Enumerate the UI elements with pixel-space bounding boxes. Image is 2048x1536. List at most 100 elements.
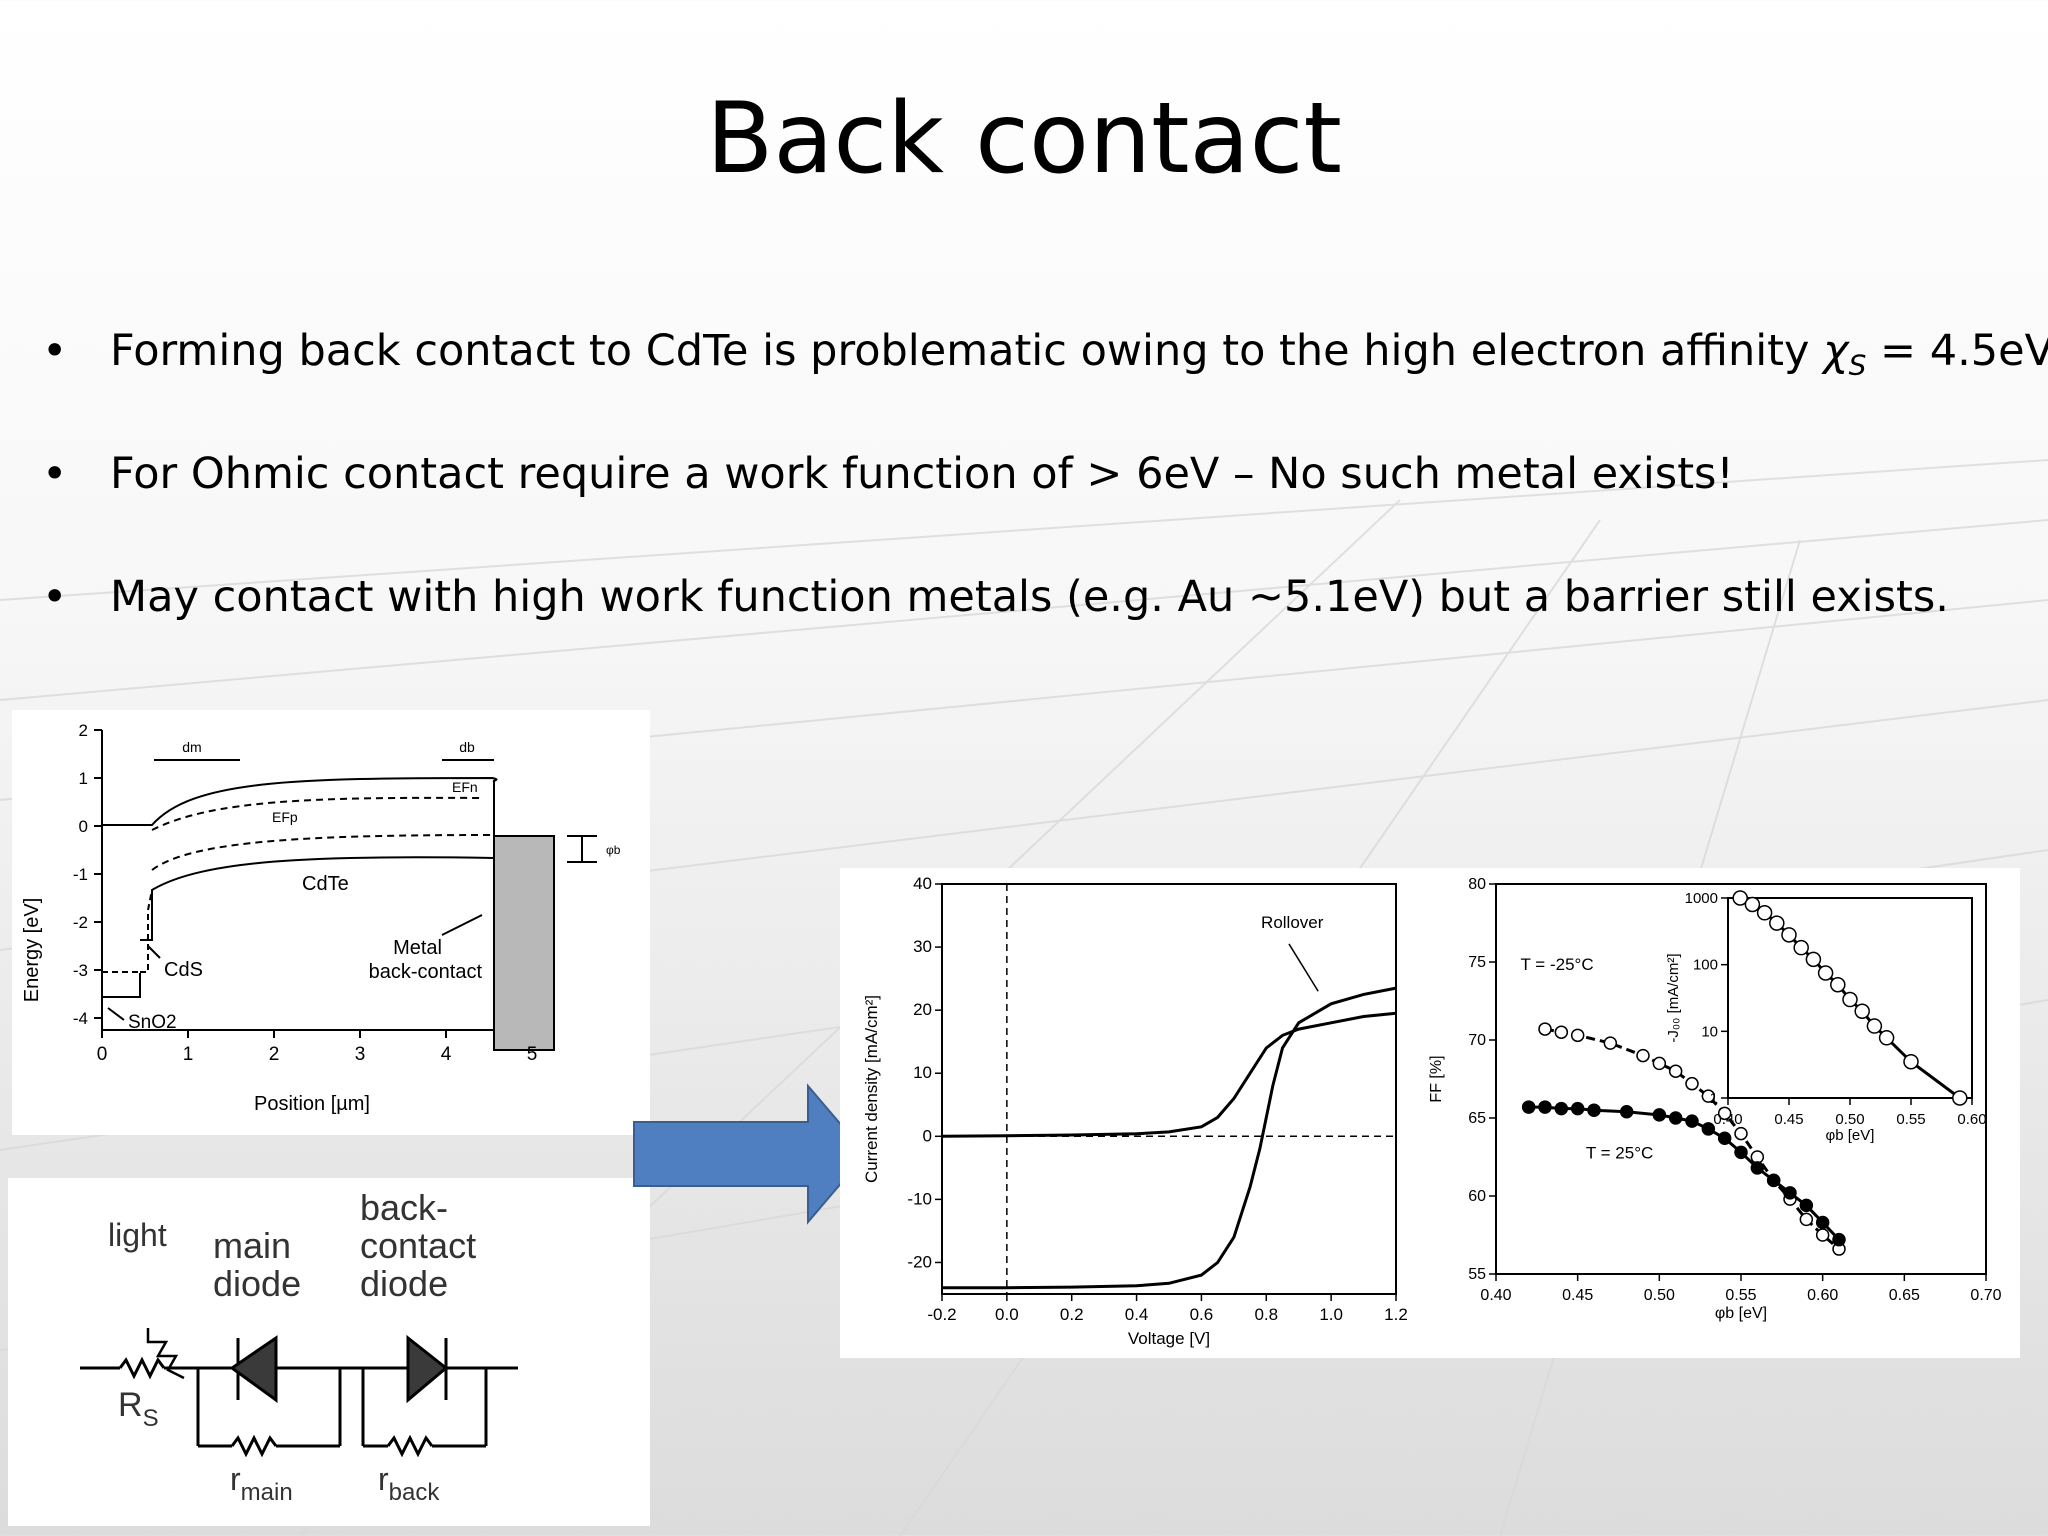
ff-data-point [1815,1228,1830,1242]
ff-data-point [1717,1131,1732,1146]
inset-data-point [1781,927,1797,943]
ff-ytick-label: 75 [1468,954,1486,971]
efp-label: EFp [272,809,298,825]
jv-xlabel: Voltage [V] [1128,1329,1210,1348]
bullet-text-pre: Forming back contact to CdTe is problema… [110,326,1824,376]
ff-data-point [1734,1145,1748,1160]
ff-data-point [1799,1198,1814,1213]
jv-ytick-label: 10 [913,1063,932,1082]
band-xtick-label: 3 [355,1044,366,1065]
circuit-panel: light main diode back- contact diode RS … [8,1178,650,1526]
ff-data-point [1570,1101,1585,1116]
ff-series-label-1: T = -25°C [1521,955,1594,974]
bullet-text: For Ohmic contact require a work functio… [110,449,1734,499]
bullet-text: Forming back contact to CdTe is problema… [110,326,2048,382]
ff-data-point [1734,1126,1748,1141]
band-xtick-label: 2 [269,1044,280,1065]
bullet-dot: • [42,326,68,376]
bullet-item: • For Ohmic contact require a work funct… [40,449,2030,572]
inset-xlabel: φb [eV] [1826,1127,1875,1144]
band-xtick-label: 5 [527,1044,538,1065]
band-diagram-panel: Energy [eV] Position [µm] dm db EFn EFp … [12,710,650,1135]
chi-symbol: χ [1823,326,1849,376]
inset-xtick-label: 0.55 [1896,1111,1925,1128]
rollover-arrow [1288,943,1319,992]
ff-data-point [1554,1025,1569,1039]
band-ytick-label: -2 [73,913,88,932]
band-xtick-label: 4 [441,1044,452,1065]
ff-data-point [1668,1111,1683,1125]
bullet-dot: • [42,572,68,622]
main-diode-label-1: main [213,1225,291,1266]
jv-xtick-label: 0.2 [1060,1305,1084,1324]
dm-label: dm [182,739,201,755]
inset-xtick-label: 0.50 [1835,1111,1864,1128]
inset-ytick-label: 100 [1693,957,1718,974]
back-diode-label-3: diode [360,1263,448,1304]
back-contact-label: back-contact [369,961,483,983]
ff-data-point [1603,1036,1618,1050]
band-ylabel: Energy [eV] [21,898,43,1003]
inset-data-point [1903,1053,1919,1070]
jv-xtick-label: 0.6 [1190,1305,1214,1324]
band-diagram: Energy [eV] Position [µm] dm db EFn EFp … [21,721,621,1115]
ff-xlabel: φb [eV] [1715,1305,1767,1322]
ff-data-point [1799,1212,1814,1227]
main-diode-symbol [229,1335,278,1403]
band-ytick-label: -3 [73,961,88,980]
inset-xtick-label: 0.60 [1957,1111,1986,1128]
jv-xtick-label: 0.0 [995,1305,1019,1324]
bullet-list: • Forming back contact to CdTe is proble… [40,326,2048,695]
rmain-label: rmain [230,1461,293,1506]
band-xlabel: Position [µm] [254,1093,370,1115]
bullet-item: • May contact with high work function me… [40,572,2030,695]
ff-ytick-label: 65 [1468,1110,1486,1127]
inset-data-point [1854,1003,1870,1020]
jv-xtick-label: 0.8 [1254,1305,1278,1324]
efn-label: EFn [452,779,478,795]
band-xtick-label: 0 [97,1044,108,1065]
ff-data-point [1652,1108,1667,1122]
jv-xtick-label: 1.0 [1319,1305,1343,1324]
ff-ytick-label: 80 [1468,876,1486,893]
inset-data-point [1842,991,1858,1008]
ff-ytick-label: 55 [1468,1266,1486,1283]
rs-label: RS [118,1386,159,1432]
ff-data-point [1668,1064,1683,1078]
cdte-label: CdTe [302,873,349,895]
slide-title: Back contact [706,82,1342,196]
jv-ytick-label: 20 [913,1000,932,1019]
jv-ytick-label: 30 [913,937,932,956]
sno2-label: SnO2 [128,1012,177,1033]
band-ytick-label: -4 [73,1009,88,1028]
equivalent-circuit: light main diode back- contact diode RS … [80,1187,518,1506]
bullet-item: • Forming back contact to CdTe is proble… [40,326,2048,449]
rollover-annotation: Rollover [1261,913,1324,932]
ff-data-point [1701,1089,1716,1103]
inset-data-point [1756,905,1773,921]
band-ytick-label: -1 [73,865,88,884]
inset-ylabel: -J₀₀ [mA/cm²] [1665,953,1682,1042]
ff-data-point [1783,1186,1797,1200]
jv-series-line-1 [941,1011,1397,1138]
inset-data-point [1866,1018,1883,1034]
jv-ytick-label: 40 [913,874,932,893]
ff-data-point [1521,1100,1536,1114]
inset-xtick-label: 0.40 [1713,1111,1742,1128]
band-ytick-label: 0 [79,817,88,836]
inset-data-point [1805,951,1822,968]
jv-xtick-label: 0.4 [1125,1305,1149,1324]
ff-data-point [1766,1173,1781,1188]
ff-xtick-label: 0.45 [1562,1287,1593,1304]
light-label: light [108,1217,167,1253]
ff-xtick-label: 0.50 [1644,1287,1675,1304]
inset-ytick-label: 1 [1710,1090,1718,1107]
ff-xtick-label: 0.60 [1807,1287,1838,1304]
ff-ytick-label: 60 [1468,1188,1486,1205]
band-xtick-label: 1 [183,1044,194,1065]
db-label: db [459,739,475,755]
inset-data-point [1817,965,1834,981]
bullet-text: May contact with high work function meta… [110,572,1949,622]
